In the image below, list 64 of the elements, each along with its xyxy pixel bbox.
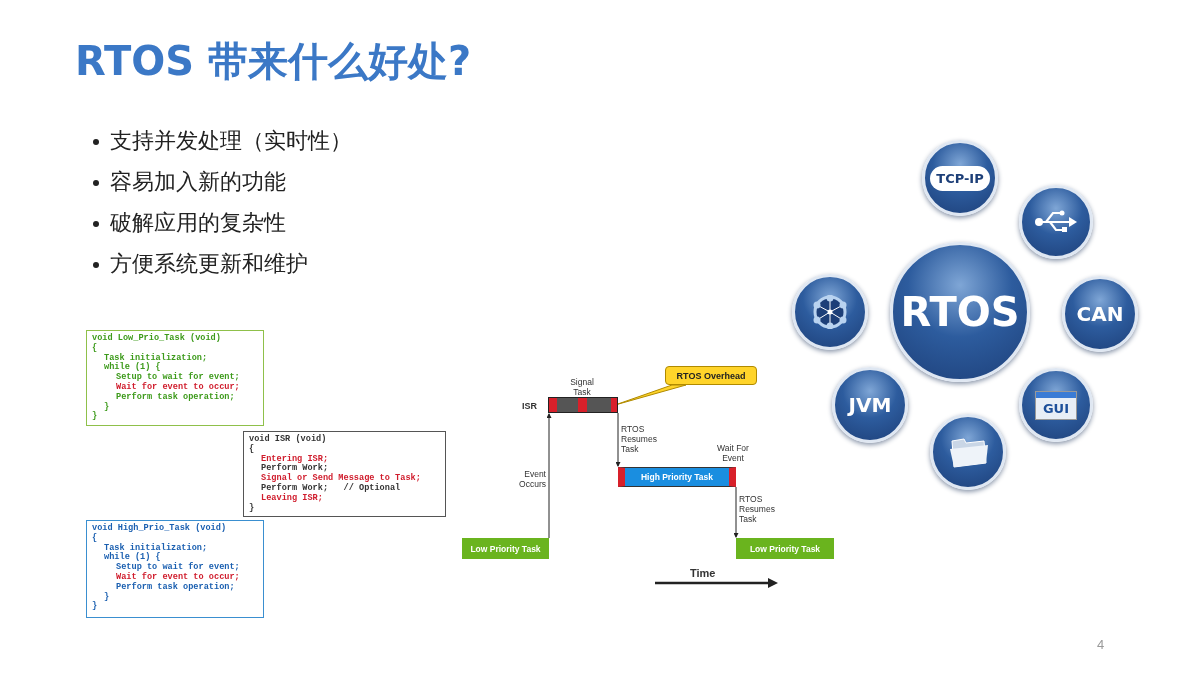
code-line: Entering ISR; xyxy=(260,454,330,464)
icon-circle xyxy=(890,242,1030,382)
arrow xyxy=(615,412,621,467)
bullet-text: 破解应用的复杂性 xyxy=(110,209,286,237)
code-line: while (1) { xyxy=(103,363,161,373)
bullet-text: 容易加入新的功能 xyxy=(110,168,286,196)
code-line: Setup to wait for event; xyxy=(115,563,241,573)
icon-circle xyxy=(832,367,908,443)
code-line: { xyxy=(249,444,256,455)
cloud-label: TCP-IP xyxy=(930,165,990,191)
arrow xyxy=(733,486,739,538)
axis-label: Time xyxy=(690,567,716,579)
circle-label: RTOS xyxy=(900,289,1020,335)
window-label: GUI xyxy=(1034,390,1078,420)
annotation: Signal Task xyxy=(569,377,595,397)
callout-box xyxy=(665,366,757,385)
row-label: ISR xyxy=(522,401,537,411)
code-line: } xyxy=(249,503,256,514)
code-line: Task initialization; xyxy=(103,543,209,553)
task-bar xyxy=(462,538,549,559)
task-label: Low Priority Task xyxy=(749,543,821,554)
code-line: Wait for event to occur; xyxy=(115,573,241,582)
icon-circle xyxy=(792,274,868,350)
code-line: Perform task operation; xyxy=(115,582,236,593)
arrow xyxy=(546,413,552,539)
icon-circle xyxy=(930,414,1006,490)
code-listing xyxy=(86,520,264,618)
code-line: Perform Work; // Optional xyxy=(260,484,402,493)
code-line: { xyxy=(92,533,99,544)
callout-text: RTOS Overhead xyxy=(676,370,746,381)
icon-circle xyxy=(1062,276,1138,352)
isr-bar xyxy=(548,397,618,413)
code-line: void ISR (void) xyxy=(249,435,328,444)
task-bar xyxy=(736,538,834,559)
code-line: } xyxy=(92,602,99,613)
code-line: Setup to wait for event; xyxy=(115,373,241,383)
code-line: } xyxy=(92,412,99,423)
circle-label: CAN xyxy=(1076,302,1124,326)
code-line: Leaving ISR; xyxy=(260,493,324,504)
code-line: Signal or Send Message to Task; xyxy=(260,474,422,484)
code-line: void Low_Prio_Task (void) xyxy=(92,334,222,343)
bullet-text: 支持并发处理（实时性） xyxy=(110,127,352,155)
code-line: Perform Work; xyxy=(260,464,329,474)
task-bar xyxy=(618,467,736,487)
code-line: } xyxy=(103,592,111,603)
icon-circle xyxy=(1019,185,1093,259)
slide-title: RTOS 带来什么好处? xyxy=(75,37,472,86)
page-number: 4 xyxy=(1097,637,1105,652)
icon-circle xyxy=(1019,368,1093,442)
code-line: while (1) { xyxy=(103,553,161,563)
code-line: Perform task operation; xyxy=(115,392,236,403)
code-listing xyxy=(243,431,446,517)
code-line: void High_Prio_Task (void) xyxy=(92,524,228,533)
task-label: Low Priority Task xyxy=(470,543,541,554)
code-line: { xyxy=(92,343,99,354)
bullet-text: 方便系统更新和维护 xyxy=(110,250,308,278)
annotation: Wait For Event xyxy=(716,443,750,463)
code-listing xyxy=(86,330,264,426)
circle-label: JVM xyxy=(848,393,892,417)
code-line: } xyxy=(103,402,111,413)
code-line: Task initialization; xyxy=(103,353,209,363)
icon-circle xyxy=(922,140,998,216)
task-label: High Priority Task xyxy=(640,472,714,482)
code-line: Wait for event to occur; xyxy=(115,383,241,392)
